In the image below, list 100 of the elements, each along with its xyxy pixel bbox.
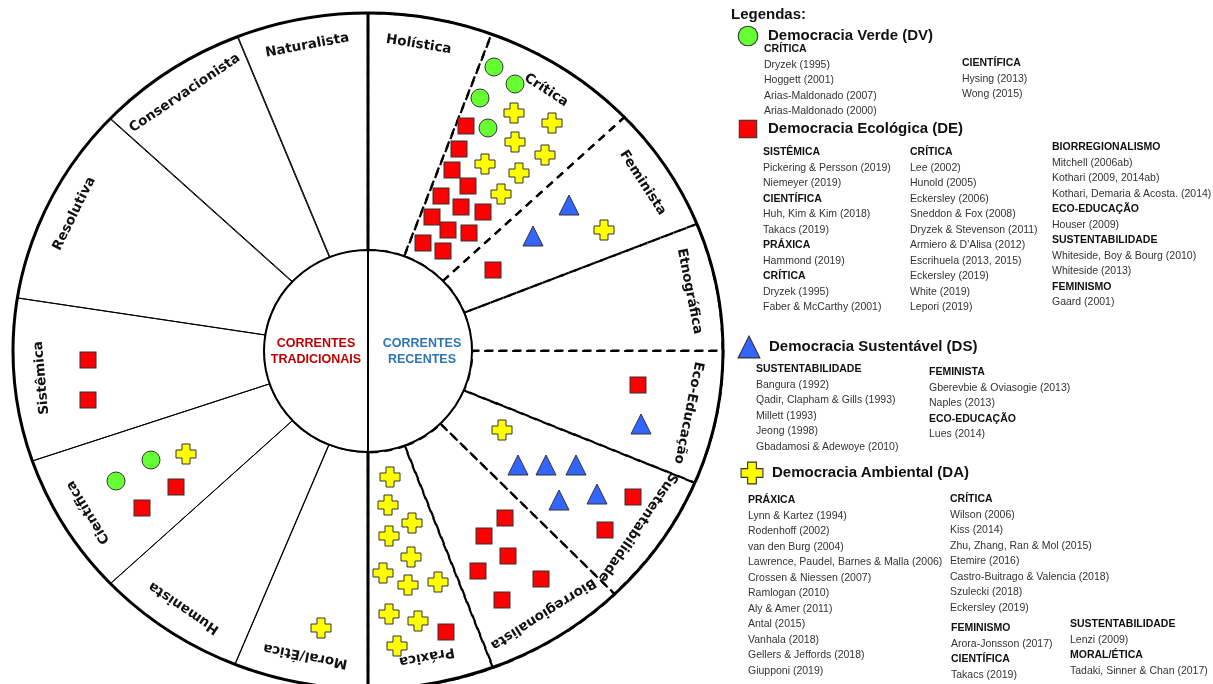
reference-text: Lynn & Kartez (1994) (748, 508, 847, 521)
reference-text: Whiteside (2013) (1052, 264, 1132, 276)
cross-marker (490, 183, 512, 205)
circle-marker (483, 56, 505, 78)
reference-text: Wong (2015) (962, 87, 1023, 99)
sector-label: Sistêmica (29, 340, 52, 416)
reference-text: Lues (2014) (929, 427, 986, 439)
reference-text: Tadaki, Sinner & Chan (2017) (1070, 663, 1208, 676)
reference-text: Szulecki (2018) (950, 585, 1023, 597)
cross-marker (508, 162, 530, 184)
reference-text: Zhu, Zhang, Ran & Mol (2015) (950, 538, 1092, 551)
cross-marker (503, 102, 525, 124)
reference-text: Dryzek & Stevenson (2011) (910, 222, 1038, 235)
square-marker (165, 476, 187, 498)
reference-text: Sneddon & Fox (2008) (910, 207, 1016, 219)
reference-text: Takacs (2019) (951, 667, 1017, 680)
reference-text: Houser (2009) (1052, 217, 1120, 230)
square-marker (473, 525, 495, 547)
reference-text: Eckersley (2019) (950, 600, 1029, 613)
circle-marker (477, 117, 499, 139)
cross-marker (175, 443, 197, 465)
category-heading: MORAL/ÉTICA (1070, 648, 1143, 660)
cross-marker (400, 546, 422, 568)
reference-text: Escrihuela (2013, 2015) (910, 253, 1022, 266)
legend-label: Democracia Verde (DV) (768, 26, 934, 43)
reference-text: Hammond (2019) (763, 253, 845, 266)
triangle-marker (565, 454, 587, 476)
square-marker (482, 259, 504, 281)
square-marker (627, 374, 649, 396)
reference-text: Aly & Amer (2011) (748, 601, 833, 614)
category-heading: ECO-EDUCAÇÃO (1052, 202, 1139, 214)
triangle-marker (507, 454, 529, 476)
cross-marker (534, 144, 556, 166)
reference-text: Pickering & Persson (2019) (763, 160, 891, 173)
reference-text: Lepori (2019) (910, 300, 973, 312)
reference-text: Faber & McCarthy (2001) (763, 300, 882, 312)
square-marker (77, 349, 99, 371)
center-label: CORRENTES RECENTES (381, 335, 463, 367)
reference-text: Rodenhoff (2002) (748, 524, 830, 536)
reference-text: Eckersley (2006) (910, 191, 989, 204)
category-heading: CIENTÍFICA (763, 191, 822, 204)
reference-text: Hunold (2005) (910, 176, 977, 188)
cross-marker (378, 525, 400, 547)
cross-marker (593, 219, 615, 241)
reference-text: Gellers & Jeffords (2018) (748, 648, 865, 660)
triangle-marker (630, 413, 652, 435)
legend-title: Legendas: (731, 5, 806, 22)
category-heading: CIENTÍFICA (962, 56, 1021, 68)
reference-text: Arora-Jonsson (2017) (951, 636, 1053, 649)
reference-text: Naples (2013) (929, 396, 995, 408)
triangle-marker (535, 454, 557, 476)
reference-text: Dryzek (1995) (764, 57, 830, 70)
reference-text: Castro-Buitrago & Valencia (2018) (950, 569, 1110, 582)
square-marker (497, 545, 519, 567)
category-heading: SISTÊMICA (763, 145, 821, 157)
cross-marker (372, 562, 394, 584)
reference-text: Lawrence, Paudel, Barnes & Malla (2006) (748, 555, 943, 567)
square-marker (421, 206, 443, 228)
cross-marker (474, 153, 496, 175)
reference-text: Millett (1993) (756, 408, 817, 421)
reference-text: Lee (2002) (910, 160, 961, 173)
cross-marker (378, 603, 400, 625)
reference-text: Dryzek (1995) (763, 284, 829, 297)
reference-text: Kiss (2014) (950, 523, 1004, 535)
cross-marker (397, 574, 419, 596)
triangle-marker (522, 225, 544, 247)
cross-marker (491, 419, 513, 441)
reference-text: Arias-Maldonado (2007) (764, 88, 877, 101)
square-marker (441, 159, 463, 181)
triangle-marker (548, 489, 570, 511)
circle-marker (504, 73, 526, 95)
square-marker (430, 185, 452, 207)
circle-marker (469, 87, 491, 109)
square-marker (77, 389, 99, 411)
reference-text: Hoggett (2001) (764, 73, 835, 85)
reference-text: Lenzi (2009) (1070, 632, 1129, 645)
category-heading: SUSTENTABILIDADE (1052, 233, 1158, 245)
sector-label: Práxica (397, 645, 456, 671)
legend-label: Democracia Sustentável (DS) (769, 337, 978, 354)
category-heading: CRÍTICA (950, 492, 993, 504)
triangle-marker (558, 194, 580, 216)
square-marker (622, 486, 644, 508)
reference-text: Vanhala (2018) (748, 632, 820, 645)
reference-text: Ramlogan (2010) (748, 586, 830, 598)
reference-text: Gberevbie & Oviasogie (2013) (929, 380, 1071, 393)
reference-text: Hysing (2013) (962, 71, 1028, 84)
square-marker (491, 589, 513, 611)
square-marker (131, 497, 153, 519)
square-marker (467, 560, 489, 582)
category-heading: ECO-EDUCAÇÃO (929, 411, 1016, 424)
reference-text: Armiero & D'Alisa (2012) (910, 238, 1026, 250)
reference-text: van den Burg (2004) (748, 539, 844, 552)
reference-text: Wilson (2006) (950, 507, 1015, 520)
square-marker (412, 232, 434, 254)
cross-marker (541, 112, 563, 134)
category-heading: CRÍTICA (764, 42, 807, 54)
square-marker (448, 138, 470, 160)
category-heading: CRÍTICA (763, 269, 806, 281)
reference-text: Giupponi (2019) (748, 663, 824, 676)
category-heading: FEMINISMO (951, 621, 1011, 633)
